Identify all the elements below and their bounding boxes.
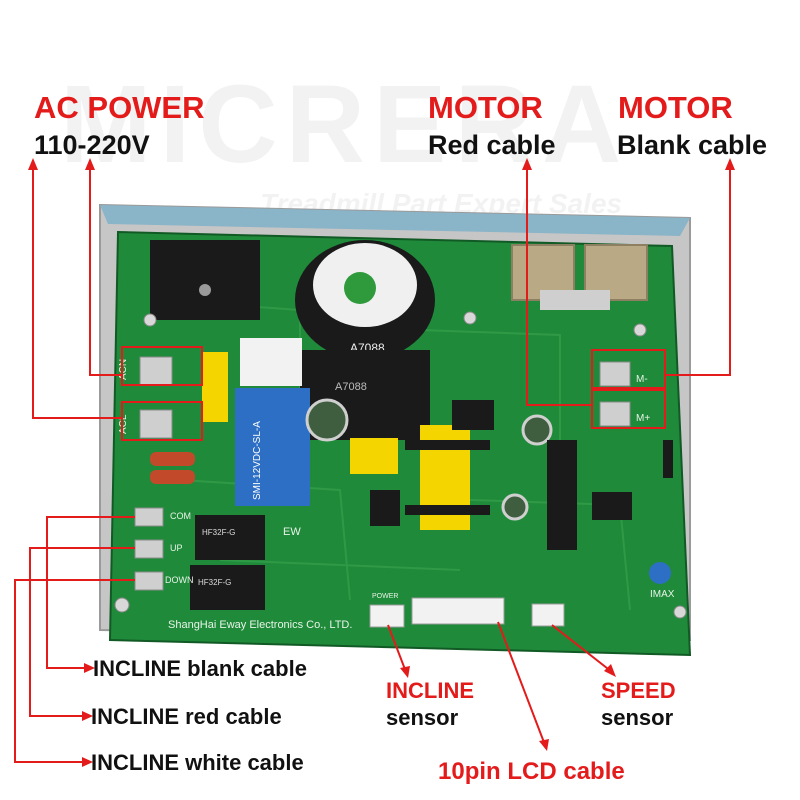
silk-imax: IMAX [650, 589, 675, 600]
driver-ic [592, 492, 632, 520]
bridge-rectifier [150, 240, 260, 320]
blue-relay [235, 388, 310, 506]
silk-acl: ACL [118, 414, 129, 434]
label-motor-red-sub: Red cable [428, 130, 556, 160]
pin-header [663, 440, 673, 478]
silk-up: UP [170, 543, 183, 553]
electrolytic-cap-3 [501, 493, 529, 521]
relay-text: SMI-12VDC-SL-A [252, 421, 263, 500]
yellow-cap-2 [350, 438, 398, 474]
heatsink-top [100, 205, 690, 236]
callout-box-acl [121, 401, 203, 441]
label-lcd-cable: 10pin LCD cable [438, 758, 625, 785]
inductor-2 [584, 244, 648, 301]
label-motor-red-title: MOTOR [428, 90, 543, 125]
label-motor-blank-sub: Blank cable [617, 130, 768, 160]
label-incline-red: INCLINE red cable [91, 704, 282, 729]
leader-lcd [497, 621, 546, 746]
small-relay-2-text: HF32F-G [198, 578, 231, 587]
terminal-acn [139, 356, 173, 386]
connector-speed-sensor [531, 603, 565, 627]
label-speed-sensor-sub: sensor [601, 705, 674, 730]
orange-cap-2 [150, 470, 195, 484]
silk-ew: EW [283, 526, 301, 538]
small-relay-2 [190, 565, 265, 610]
small-relay-1 [195, 515, 265, 560]
terminal-acl [139, 409, 173, 439]
capacitor-code-2: A7088 [335, 381, 367, 393]
leader-motor-red [526, 165, 592, 406]
label-ac-power: AC POWER [34, 90, 205, 125]
label-incline-sensor-sub: sensor [386, 705, 459, 730]
label-ac-voltage: 110-220V [34, 130, 150, 160]
leader-incline-red [29, 547, 135, 717]
electrolytic-cap-1 [305, 398, 349, 442]
orange-cap-1 [150, 452, 195, 466]
potentiometer [649, 562, 671, 584]
leader-speed-sensor [551, 624, 613, 673]
leader-motor-blank [665, 165, 731, 376]
small-relay-1-text: HF32F-G [202, 528, 235, 537]
silk-down: DOWN [165, 575, 194, 585]
callout-box-acn [121, 346, 203, 386]
connector-incline-sensor [369, 604, 405, 628]
label-speed-sensor-title: SPEED [601, 678, 676, 703]
leader-acn [89, 165, 122, 376]
silk-manufacturer: ShangHai Eway Electronics Co., LTD. [168, 619, 352, 631]
leader-incline-blank [46, 516, 135, 669]
ic-small [370, 490, 400, 526]
silk-mplus: M+ [636, 413, 650, 424]
label-incline-sensor-title: INCLINE [386, 678, 474, 703]
white-relay [240, 338, 302, 386]
leader-acl [32, 165, 122, 419]
leader-incline-white [14, 579, 135, 763]
silk-power: POWER [372, 593, 398, 600]
label-incline-white: INCLINE white cable [91, 750, 304, 775]
mosfet [452, 400, 494, 430]
callout-box-mminus [591, 349, 666, 389]
leader-incline-sensor [387, 624, 407, 673]
connector-lcd [411, 597, 505, 625]
label-motor-blank-title: MOTOR [618, 90, 733, 125]
terminal-mplus [599, 401, 631, 427]
callout-box-mplus [591, 389, 666, 429]
electrolytic-cap-2 [521, 414, 553, 446]
controller-ic [547, 440, 577, 550]
silk-com: COM [170, 511, 191, 521]
silk-acn: ACN [118, 359, 129, 380]
silk-mminus: M- [636, 374, 648, 385]
terminal-mminus [599, 361, 631, 387]
yellow-cap-1 [202, 352, 228, 422]
label-incline-blank: INCLINE blank cable [93, 656, 307, 681]
